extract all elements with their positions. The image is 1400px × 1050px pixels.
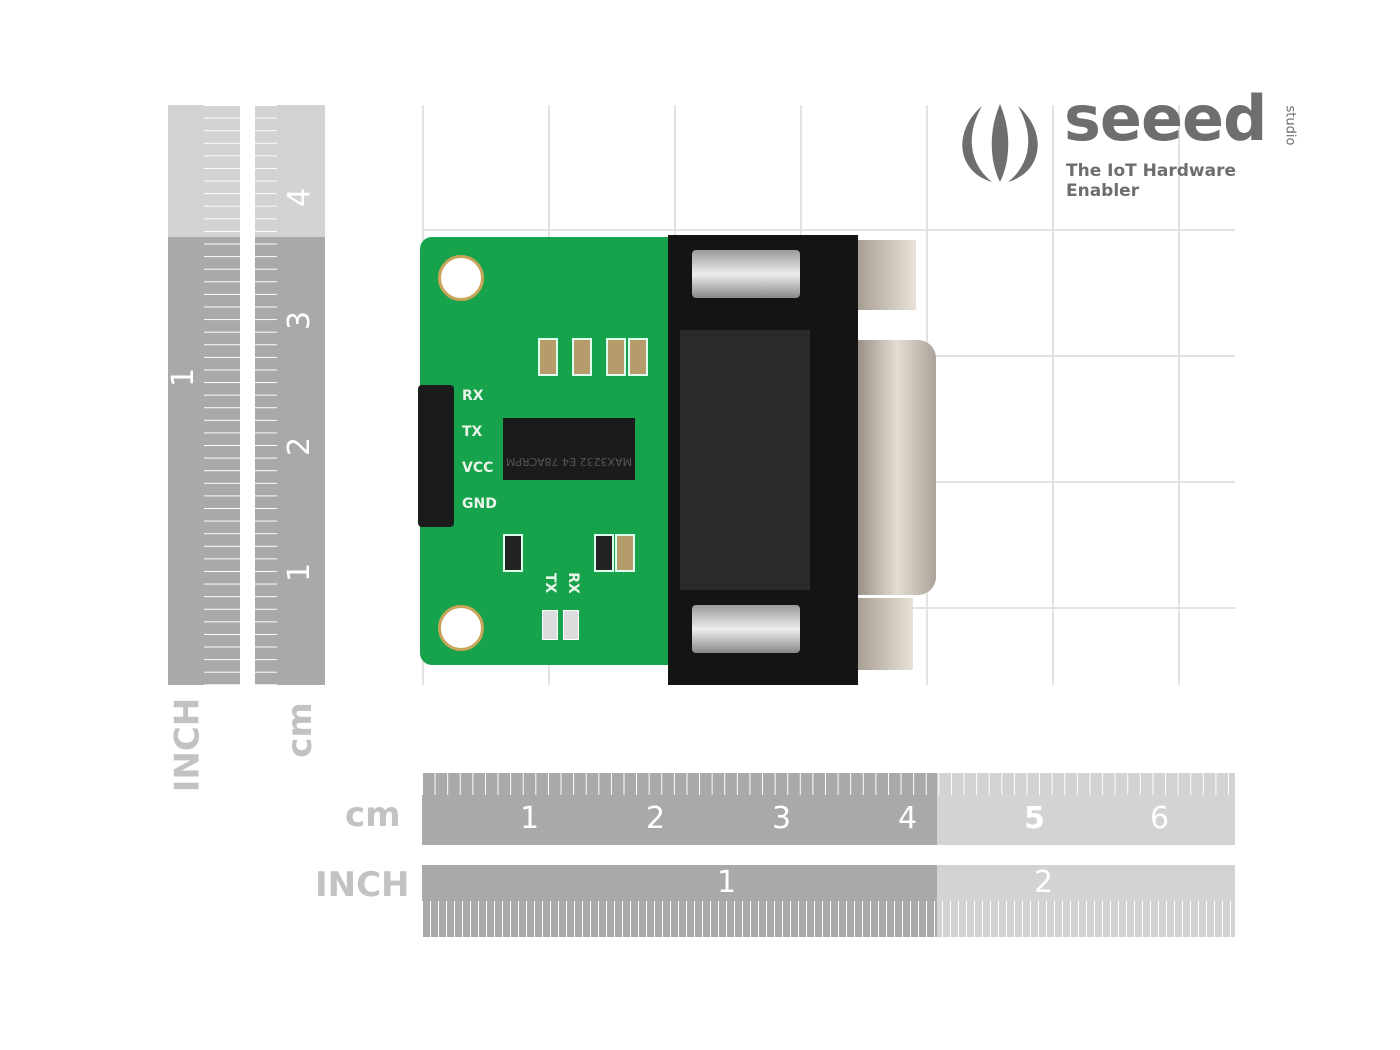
capacitor <box>615 534 635 572</box>
cm-label: 3 <box>282 310 318 331</box>
cm-label: 1 <box>520 801 540 836</box>
logo-sub: studio <box>1282 105 1298 146</box>
led-label: TX <box>542 572 559 594</box>
cm-label: 2 <box>646 801 666 836</box>
max3232-chip: MAX3232 E4 78ACRPM <box>503 418 635 480</box>
pin-label: VCC <box>462 460 494 476</box>
shell-tab <box>858 240 916 310</box>
connector-face <box>680 330 810 590</box>
cm-unit-label: cm <box>279 702 320 758</box>
inch-unit-label: INCH <box>315 865 410 905</box>
metal-shell <box>858 340 936 595</box>
cm-label: 5 <box>1024 801 1045 836</box>
cm-label: 1 <box>282 562 318 583</box>
tx-led <box>542 610 558 640</box>
inch-label: 1 <box>166 367 202 388</box>
cm-label: 3 <box>772 801 792 836</box>
cm-label: 4 <box>282 187 318 208</box>
pin-header <box>418 385 454 527</box>
inch-label: 1 <box>717 865 737 900</box>
mount-hole <box>438 605 484 651</box>
cm-label: 4 <box>898 801 918 836</box>
screw-post <box>692 250 800 298</box>
cm-unit-label: cm <box>345 795 401 835</box>
shell-tab <box>858 598 913 670</box>
lotus-icon <box>962 104 1038 182</box>
capacitor <box>572 338 592 376</box>
inch-unit-label: INCH <box>167 697 208 793</box>
resistor <box>594 534 614 572</box>
logo-brand: seeed <box>1064 82 1267 155</box>
capacitor <box>628 338 648 376</box>
mount-hole <box>438 255 484 301</box>
pin-label: TX <box>462 424 483 440</box>
vertical-cm-ruler: 1 2 3 4 <box>255 105 325 685</box>
rx-led <box>563 610 579 640</box>
horizontal-inch-ruler: 1 2 <box>422 865 1235 937</box>
cm-label: 2 <box>282 436 318 457</box>
vertical-inch-ruler: 1 <box>166 105 240 685</box>
logo-tagline: The IoT Hardware Enabler <box>1066 161 1237 201</box>
inch-label: 2 <box>1034 865 1054 900</box>
cm-label: 6 <box>1150 801 1170 836</box>
pin-label: GND <box>462 496 497 512</box>
pin-label: RX <box>462 388 484 404</box>
screw-post <box>692 605 800 653</box>
led-label: RX <box>564 572 581 594</box>
capacitor <box>538 338 558 376</box>
capacitor <box>606 338 626 376</box>
horizontal-cm-ruler: 1 2 3 4 5 6 <box>422 773 1235 845</box>
resistor <box>503 534 523 572</box>
seeed-logo: seeed studio The IoT Hardware Enabler <box>952 82 1312 201</box>
